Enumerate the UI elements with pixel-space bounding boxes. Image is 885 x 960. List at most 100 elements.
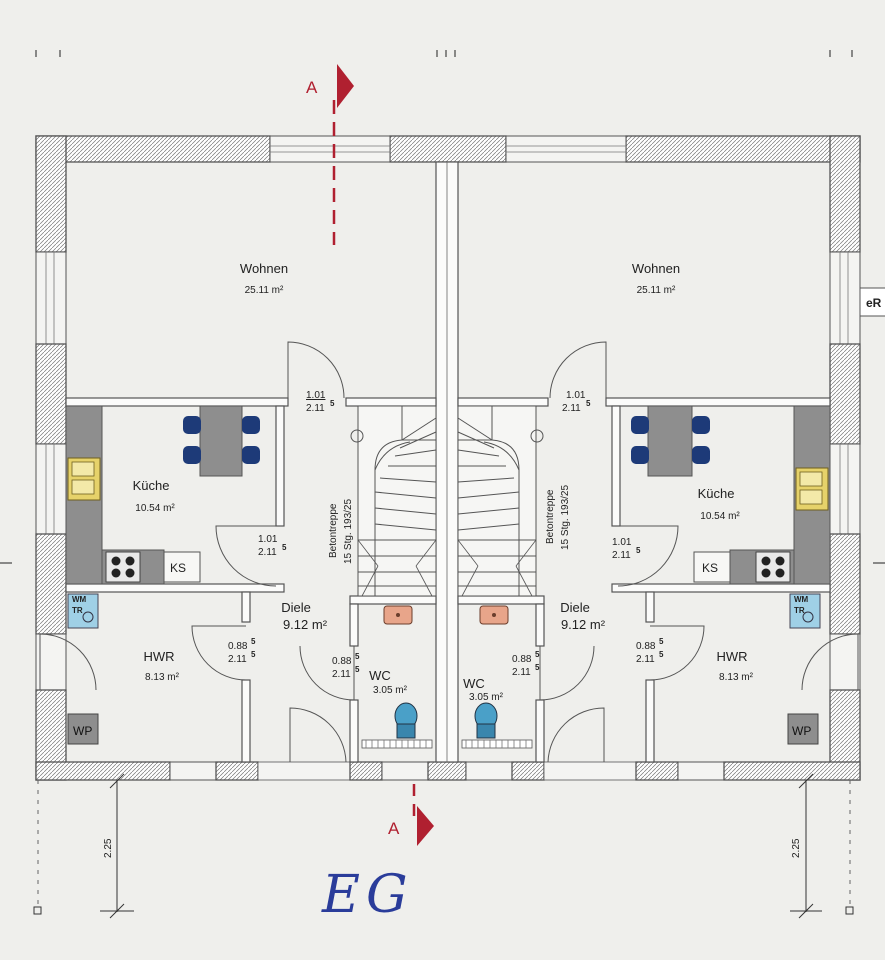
chair-icon <box>183 416 201 434</box>
room-name: Küche <box>133 478 170 493</box>
door-width-sup: 5 <box>251 637 256 646</box>
heat-pump-label: WP <box>792 724 811 738</box>
door-height-sup: 5 <box>636 546 641 555</box>
heat-pump-label: WP <box>73 724 92 738</box>
room-area: 25.11 m² <box>245 285 284 296</box>
stair-label: 15 Stg. 193/25 <box>560 485 571 550</box>
door-height-sup: 5 <box>659 650 664 659</box>
door-height-sup: 5 <box>535 663 540 672</box>
dimension-value: 2.25 <box>791 838 802 858</box>
fridge-box-right <box>693 551 731 583</box>
section-label-bottom: A <box>388 819 400 838</box>
door-width: 0.88 <box>228 641 248 652</box>
door-width: 1.01 <box>258 534 278 545</box>
hwr-fixtures <box>67 593 821 745</box>
room-area: 3.05 m² <box>469 692 504 703</box>
stair-label: Betontreppe <box>328 503 339 558</box>
fridge-label: KS <box>170 561 186 575</box>
interior-walls <box>65 161 831 763</box>
dimension-lines <box>33 773 854 919</box>
stair-label: 15 Stg. 193/25 <box>343 499 354 564</box>
dryer-label: TR <box>794 606 805 615</box>
room-area: 25.11 m² <box>637 285 676 296</box>
room-area: 9.12 m² <box>561 617 606 632</box>
door-width: 0.88 <box>636 641 656 652</box>
room-area: 8.13 m² <box>145 672 180 683</box>
wc-window-left <box>361 739 433 749</box>
room-name: WC <box>463 676 485 691</box>
door-width: 1.01 <box>566 390 586 401</box>
door-height-sup: 5 <box>330 399 335 408</box>
washer-label: WM <box>794 595 809 604</box>
stair-label: Betontreppe <box>545 489 556 544</box>
chair-icon <box>631 416 649 434</box>
fridge-box-left <box>163 551 201 583</box>
room-area: 10.54 m² <box>700 511 740 522</box>
fridge-label: KS <box>702 561 718 575</box>
kitchen-right-fixtures <box>631 405 831 585</box>
door-width-sup: 5 <box>535 650 540 659</box>
room-name: HWR <box>143 649 174 664</box>
section-arrow-bottom-icon <box>417 806 434 846</box>
door-width: 1.01 <box>306 390 326 401</box>
door-width: 0.88 <box>512 654 532 665</box>
dining-table-right <box>647 405 693 477</box>
door-swings <box>39 341 859 763</box>
door-height: 2.11 <box>512 667 531 678</box>
door-height-sup: 5 <box>355 665 360 674</box>
door-height-sup: 5 <box>586 399 591 408</box>
section-arrow-top-icon <box>337 64 354 108</box>
section-line-a <box>332 64 434 846</box>
door-height: 2.11 <box>332 669 351 680</box>
room-name: Wohnen <box>632 261 680 276</box>
washer-icon <box>67 593 99 629</box>
edge-label: eR <box>866 296 882 310</box>
washer-icon <box>789 593 821 629</box>
floor-label-handwritten: EG <box>321 865 414 925</box>
door-width-sup: 5 <box>659 637 664 646</box>
toilet-icon <box>474 702 498 739</box>
room-area: 10.54 m² <box>135 503 175 514</box>
stair-left <box>350 405 437 597</box>
wc-fixtures <box>361 605 533 749</box>
room-name: Wohnen <box>240 261 288 276</box>
room-area: 8.13 m² <box>719 672 754 683</box>
room-name: Küche <box>698 486 735 501</box>
room-area: 9.12 m² <box>283 617 328 632</box>
chair-icon <box>692 446 710 464</box>
cooktop-icon <box>105 551 141 583</box>
door-height: 2.11 <box>258 547 277 558</box>
door-width: 0.88 <box>332 656 352 667</box>
wc-window-right <box>461 739 533 749</box>
kitchen-left-fixtures <box>65 405 260 585</box>
room-name: Diele <box>560 600 590 615</box>
door-height-sup: 5 <box>282 543 287 552</box>
sheet-ticks <box>0 50 885 564</box>
edge-label-box <box>859 287 885 317</box>
toilet-icon <box>394 702 418 739</box>
stair-right <box>457 405 544 597</box>
door-height: 2.11 <box>228 654 247 665</box>
chair-icon <box>692 416 710 434</box>
dining-table-left <box>199 405 243 477</box>
door-width-sup: 5 <box>355 652 360 661</box>
section-label-top: A <box>306 78 318 97</box>
washer-label: WM <box>72 595 87 604</box>
chair-icon <box>183 446 201 464</box>
room-area: 3.05 m² <box>373 685 408 696</box>
heat-pump-box-right <box>787 713 819 745</box>
room-name: HWR <box>716 649 747 664</box>
exterior-walls <box>35 135 861 781</box>
door-height: 2.11 <box>306 403 325 414</box>
door-height: 2.11 <box>612 550 631 561</box>
door-height-sup: 5 <box>251 650 256 659</box>
door-width: 1.01 <box>612 537 632 548</box>
room-name: WC <box>369 668 391 683</box>
chair-icon <box>631 446 649 464</box>
labels: A A Wohnen 25.11 m² Wohnen 25.11 m² Küch… <box>72 78 882 925</box>
room-name: Diele <box>281 600 311 615</box>
chair-icon <box>242 416 260 434</box>
heat-pump-box-left <box>67 713 99 745</box>
dimension-value: 2.25 <box>103 838 114 858</box>
